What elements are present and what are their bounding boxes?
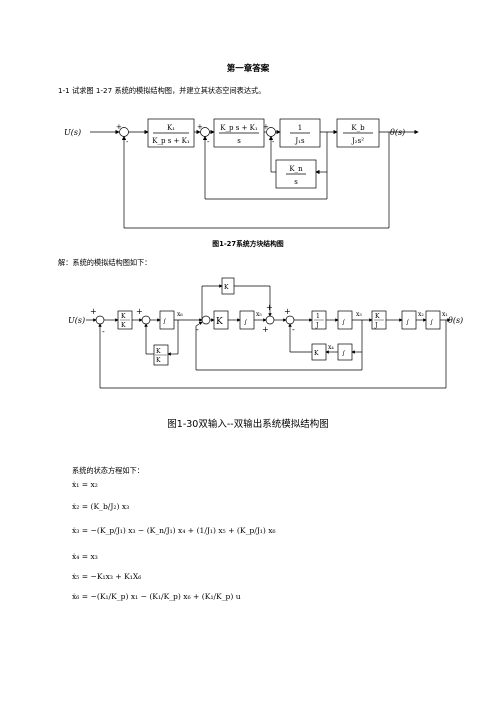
svg-text:K: K — [375, 313, 380, 320]
svg-text:+: + — [136, 307, 143, 316]
svg-text:∫: ∫ — [244, 319, 247, 326]
state-equations: ẋ₁ = x₂ ẋ₂ = (K_b/J₂) x₃ ẋ₃ = −(K_p/J₁) … — [72, 480, 276, 616]
svg-text:-: - — [196, 325, 199, 334]
state-x3: x₃ — [356, 311, 362, 318]
block3-num: 1 — [298, 124, 302, 132]
block4-den: J₂s² — [351, 137, 364, 145]
svg-text:K: K — [121, 313, 126, 320]
svg-text:-: - — [272, 138, 275, 146]
svg-text:K: K — [156, 357, 161, 364]
svg-text:+: + — [284, 307, 291, 316]
svg-text:∫: ∫ — [163, 318, 166, 325]
simulation-diagram-fig2: U(s) θ(s) + + - + + + - - x₆ x₅ x₄ x₃ x₂… — [68, 277, 463, 389]
equation-2: ẋ₂ = (K_b/J₂) x₃ — [72, 502, 130, 511]
svg-text:+: + — [262, 325, 269, 334]
block1-den: K_p s + K₁ — [152, 137, 190, 145]
block2-num: K_p s + K₁ — [220, 124, 258, 132]
svg-text:-: - — [292, 325, 295, 334]
state-x5: x₅ — [256, 311, 262, 318]
block3-den: J₁s — [294, 137, 305, 145]
svg-text:∫: ∫ — [406, 319, 409, 326]
state-x4: x₄ — [328, 344, 334, 351]
question-text: 1-1 试求图 1-27 系统的模拟结构图，并建立其状态空间表达式。 — [58, 86, 266, 95]
block2-den: s — [237, 137, 241, 145]
svg-text:-: - — [102, 327, 105, 336]
svg-text:+: + — [266, 303, 273, 312]
fig2-output-label: θ(s) — [448, 316, 463, 325]
block1-num: K₁ — [167, 124, 175, 132]
solution-intro: 解：系统的模拟结构图如下： — [58, 258, 152, 267]
fig2-caption: 图1-30双输入--双输出系统模拟结构图 — [167, 419, 329, 430]
svg-text:K: K — [121, 322, 126, 329]
svg-text:1: 1 — [316, 313, 320, 320]
svg-text:K: K — [156, 348, 161, 355]
equation-5: ẋ₅ = −K₁x₃ + K₁X₆ — [72, 572, 142, 581]
svg-text:K: K — [314, 350, 319, 357]
state-x6: x₆ — [177, 311, 183, 318]
svg-text:J: J — [374, 322, 378, 329]
svg-text:K: K — [216, 317, 223, 327]
state-x2: x₂ — [418, 311, 424, 318]
feedback-num: K_n — [289, 165, 303, 173]
svg-text:J: J — [315, 322, 319, 329]
svg-text:K: K — [224, 284, 229, 291]
svg-text:-: - — [207, 138, 210, 146]
fig1-caption: 图1-27系统方块结构图 — [212, 240, 284, 248]
fig1-input-label: U(s) — [64, 128, 81, 137]
svg-text:+: + — [116, 123, 122, 131]
svg-text:-: - — [126, 138, 129, 146]
fig2-input-label: U(s) — [68, 316, 85, 325]
svg-text:+: + — [90, 307, 97, 316]
equations-intro: 系统的状态方程如下： — [72, 466, 144, 475]
equation-6: ẋ₆ = −(K₁/K_p) x₁ − (K₁/K_p) x₆ + (K₁/K_… — [72, 592, 241, 601]
svg-text:+: + — [197, 123, 203, 131]
svg-text:∫: ∫ — [342, 319, 345, 326]
fig1-output-label: θ(s) — [390, 128, 405, 137]
block4-num: K_b — [351, 124, 365, 132]
svg-text:+: + — [263, 123, 269, 131]
svg-text:∫: ∫ — [430, 319, 433, 326]
state-x1: x₁ — [442, 311, 448, 318]
feedback-den: s — [294, 178, 298, 186]
svg-text:∫: ∫ — [342, 350, 345, 357]
equation-1: ẋ₁ = x₂ — [72, 480, 98, 489]
equation-4: ẋ₄ = x₃ — [72, 552, 98, 561]
equation-3: ẋ₃ = −(K_p/J₁) x₃ − (K_n/J₁) x₄ + (1/J₁)… — [72, 526, 276, 535]
page-title: 第一章答案 — [226, 64, 270, 74]
